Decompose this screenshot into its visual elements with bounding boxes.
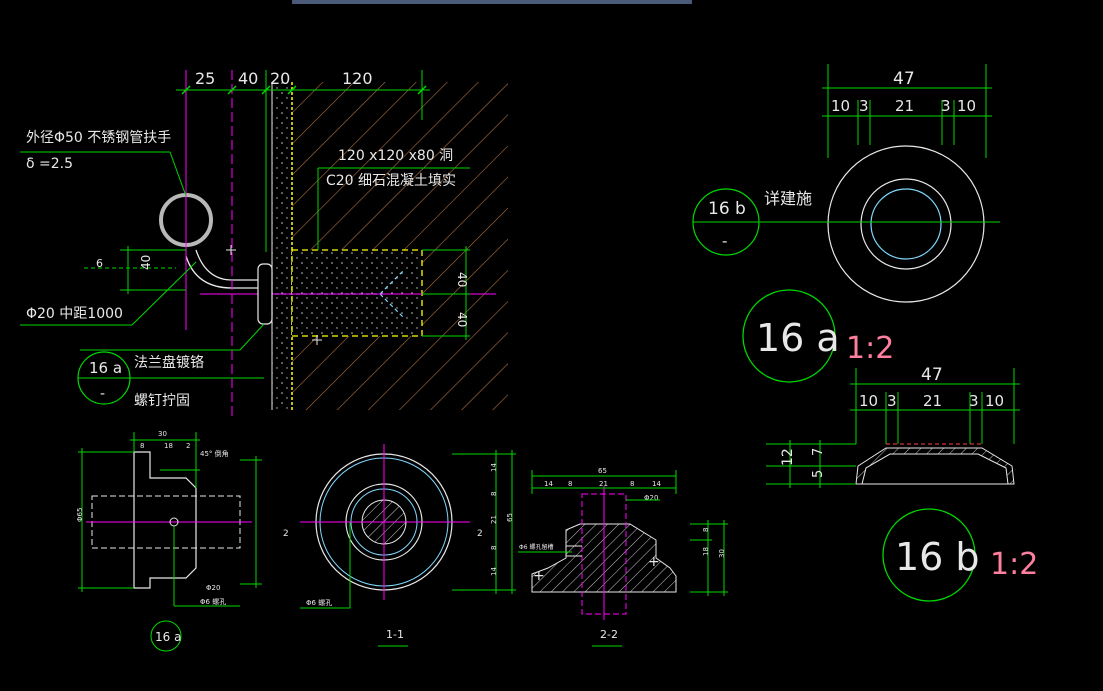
dim-120: 120 [342,69,373,88]
wall-hatch [292,82,508,410]
label-16a: 16 a 1:2 [742,289,894,383]
dim-25: 25 [195,69,215,88]
cursor-markers [226,245,322,345]
d2-side-right: 2 [477,529,483,539]
d3-phi20: Φ20 [644,494,658,502]
d1-phi20: Φ20 [206,584,220,592]
detail-16b-section: 47 10 3 21 3 10 12 5 7 [766,365,1020,488]
d2-dim-65: 65 [506,513,514,522]
d1-dim-8: 8 [140,442,144,450]
see-arch-note: 详建施 [764,189,812,208]
d2-dim-8a: 8 [490,492,498,496]
d3-dim-21: 21 [599,480,608,488]
handrail-note: 外径Φ50 不锈钢管扶手 [26,130,171,146]
callout-16a-label: 16 a [89,359,122,377]
d1-dim-30: 30 [158,430,167,438]
thickness-note: δ =2.5 [26,156,73,172]
dim-40-right-2: 40 [455,312,469,327]
plan-dim-3b: 3 [941,97,951,115]
sec-dim-7: 7 [811,448,826,456]
d3-label: 2-2 [600,628,618,641]
label-16a-scale: 1:2 [846,331,894,366]
flange-note: 法兰盘镀铬 [134,354,204,371]
label-16a-text: 16 a [756,316,840,360]
d3-dim-30: 30 [718,549,726,558]
d2-dim-8b: 8 [490,546,498,550]
dim-6: 6 [96,257,103,270]
callout-16b-label: 16 b [708,199,746,219]
svg-text:+: + [533,568,545,584]
d1-dim-2: 2 [186,442,190,450]
sec-dim-10b: 10 [985,392,1004,410]
dim-40: 40 [238,69,258,88]
d3-bolt-note: Φ6 螺孔留槽 [519,543,553,551]
d2-dim-21: 21 [490,515,498,524]
plan-dim-21: 21 [895,97,914,115]
d3-dim-8b: 8 [630,480,634,488]
sec-dim-3b: 3 [969,392,979,410]
flange-plate [257,263,273,325]
screw-note: 螺钉拧固 [134,393,190,409]
plan-dim-10a: 10 [831,97,850,115]
hole-note: 120 x120 x80 洞 [338,148,453,164]
d1-callout[interactable] [150,620,182,652]
d2-side-left: 2 [283,529,289,539]
callout-16b-sub: - [722,232,727,250]
d2-label: 1-1 [386,628,404,641]
dim-40-right-1: 40 [455,272,469,287]
d3-dim-65: 65 [598,467,607,475]
plan-dim-10b: 10 [957,97,976,115]
dim-20: 20 [270,69,290,88]
dim-40-left: 40 [139,255,153,270]
d1-dim-18: 18 [164,442,173,450]
svg-text:+: + [648,554,660,570]
label-16b-text: 16 b [895,535,980,579]
plan-dim-total: 47 [893,69,915,89]
plan-dim-3a: 3 [859,97,869,115]
section-2-2: 65 14 8 21 8 14 Φ20 Φ6 螺孔留槽 + + 8 18 30 … [518,467,728,647]
d3-dim-14b: 14 [652,480,661,488]
section-1-1: 2 2 Φ6 螺孔 14 8 21 8 14 65 1-1 [283,444,516,647]
flange-side-view: 30 8 18 2 45° 倒角 Φ65 Φ20 Φ6 螺孔 16 a [76,430,262,652]
d2-dim-14b: 14 [490,567,498,576]
sec-dim-3a: 3 [887,392,897,410]
d2-bolt-note: Φ6 螺孔 [306,598,332,607]
d1-note-45: 45° 倒角 [200,449,229,458]
d3-dim-18: 18 [702,547,710,556]
label-16b: 16 b 1:2 [882,508,1038,602]
sec-dim-total: 47 [921,365,943,385]
d3-dim-8a: 8 [568,480,572,488]
d3-dim-14a: 14 [544,480,553,488]
d3-dim-8: 8 [702,528,710,532]
label-16b-scale: 1:2 [990,547,1038,582]
fill-note: C20 细石混凝土填实 [326,173,456,189]
d1-bolt-note: Φ6 螺孔 [200,597,226,606]
sec-dim-5: 5 [811,470,826,478]
main-section: 25 40 20 120 外径Φ50 不锈钢管扶手 δ =2.5 120 x12… [20,69,508,420]
sec-dim-10a: 10 [859,392,878,410]
sec-dim-21: 21 [923,392,942,410]
detail-16b-plan: 47 10 3 21 3 10 16 b - 详建施 [692,64,1000,303]
callout-16a-sub: - [100,386,105,402]
plaster-layer [272,82,292,410]
d1-label: 16 a [155,630,181,644]
d2-dim-14a: 14 [490,463,498,472]
window-top-bar [292,0,692,4]
d1-phi65: Φ65 [76,508,84,522]
sec-dim-12: 12 [780,448,796,466]
bar-note: Φ20 中距1000 [26,306,123,322]
